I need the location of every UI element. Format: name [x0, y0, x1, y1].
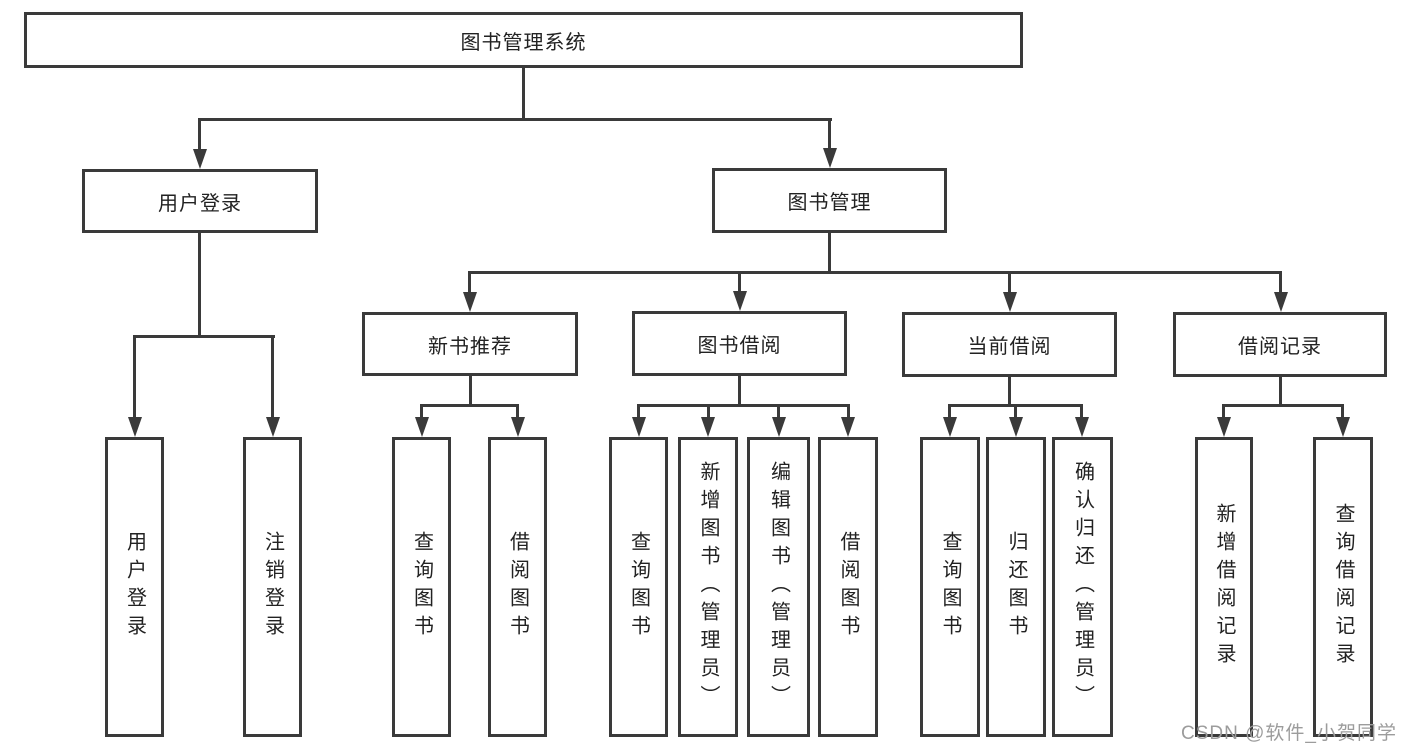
arrow-down — [463, 292, 477, 312]
arrow-down — [1336, 417, 1350, 437]
arrow-down — [632, 417, 646, 437]
line — [420, 404, 519, 407]
node-user-login-group: 用户登录 — [82, 169, 318, 233]
node-add-borrow-record: 新增借阅记录 — [1195, 437, 1253, 737]
node-logout: 注销登录 — [243, 437, 302, 737]
line — [198, 118, 832, 121]
arrow-down — [266, 417, 280, 437]
line — [1222, 404, 1344, 407]
line — [198, 232, 201, 337]
node-current-borrowing: 当前借阅 — [902, 312, 1117, 377]
node-return-books: 归还图书 — [986, 437, 1046, 737]
line — [637, 404, 850, 407]
node-borrow-books-recommend: 借阅图书 — [488, 437, 547, 737]
node-library-system: 图书管理系统 — [24, 12, 1023, 68]
line — [1222, 405, 1225, 421]
node-query-borrow-record: 查询借阅记录 — [1313, 437, 1373, 737]
line — [738, 374, 741, 407]
node-user-login: 用户登录 — [105, 437, 164, 737]
arrow-down — [1003, 292, 1017, 312]
line — [1279, 375, 1282, 407]
line — [1008, 375, 1011, 407]
arrow-down — [841, 417, 855, 437]
line — [1080, 405, 1083, 421]
line — [198, 118, 201, 152]
line — [828, 231, 831, 273]
arrow-down — [733, 291, 747, 311]
line — [828, 118, 831, 152]
arrow-down — [128, 417, 142, 437]
arrow-down — [943, 417, 957, 437]
line — [271, 336, 274, 420]
line — [1014, 405, 1017, 421]
line — [516, 405, 519, 421]
arrow-down — [1217, 417, 1231, 437]
node-book-borrowing: 图书借阅 — [632, 311, 847, 376]
watermark-text: CSDN @软件_小贺同学 — [1181, 723, 1397, 744]
line — [777, 405, 780, 421]
line — [522, 66, 525, 120]
arrow-down — [701, 417, 715, 437]
node-borrow-records: 借阅记录 — [1173, 312, 1387, 377]
arrow-down — [823, 148, 837, 168]
arrow-down — [1009, 417, 1023, 437]
node-query-books-current: 查询图书 — [920, 437, 980, 737]
line — [738, 271, 741, 295]
node-edit-books-admin: 编辑图书（管理员） — [747, 437, 810, 737]
line — [707, 405, 710, 421]
line — [469, 374, 472, 407]
line — [1279, 271, 1282, 295]
line — [847, 405, 850, 421]
arrow-down — [772, 417, 786, 437]
node-confirm-return-admin: 确认归还（管理员） — [1052, 437, 1113, 737]
node-query-books-borrowing: 查询图书 — [609, 437, 668, 737]
line — [948, 405, 951, 421]
line — [468, 271, 471, 295]
arrow-down — [415, 417, 429, 437]
arrow-down — [1274, 292, 1288, 312]
line — [133, 336, 136, 420]
line — [420, 405, 423, 421]
line — [1341, 405, 1344, 421]
line — [637, 405, 640, 421]
line — [1008, 271, 1011, 295]
node-add-books-admin: 新增图书（管理员） — [678, 437, 738, 737]
node-query-books-recommend: 查询图书 — [392, 437, 451, 737]
arrow-down — [193, 149, 207, 169]
arrow-down — [511, 417, 525, 437]
node-book-management: 图书管理 — [712, 168, 947, 233]
node-borrow-books: 借阅图书 — [818, 437, 878, 737]
line — [133, 335, 275, 338]
node-new-book-recommend: 新书推荐 — [362, 312, 578, 376]
arrow-down — [1075, 417, 1089, 437]
line — [468, 271, 1282, 274]
